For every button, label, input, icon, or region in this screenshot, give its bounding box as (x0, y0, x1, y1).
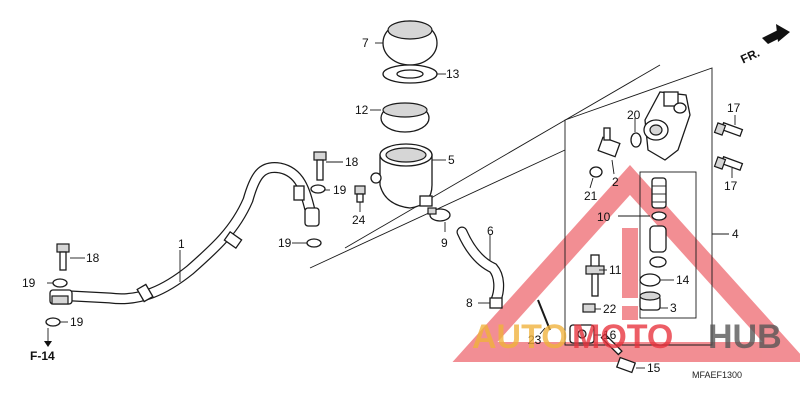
master-cylinder-body (643, 91, 691, 161)
callout-18-left: 18 (86, 251, 100, 265)
callout-9: 9 (441, 236, 448, 250)
watermark-triangle (452, 165, 800, 362)
callout-3: 3 (670, 301, 677, 315)
watermark-text-auto: AUTO (472, 318, 568, 356)
leader-lines (47, 42, 736, 369)
callout-6: 6 (487, 224, 494, 238)
pin-23 (537, 299, 551, 331)
callout-22: 22 (603, 302, 617, 316)
washer-19-lower-left (45, 317, 61, 327)
callout-4: 4 (732, 227, 739, 241)
hose-joint-2 (597, 127, 621, 158)
plate-13-hole (396, 69, 424, 79)
watermark-wordmark: AUTO MOTO HUB (472, 318, 782, 356)
front-label: FR. (738, 46, 761, 67)
banjo-fitting-right (304, 207, 320, 227)
callout-11: 11 (609, 263, 622, 277)
o-ring-20 (630, 132, 642, 148)
f14-reference: F-14 (30, 328, 55, 363)
callout-18-right: 18 (345, 155, 359, 169)
diagram-code: MFAEF1300 (692, 370, 742, 380)
bolt-17-lower (713, 155, 744, 172)
watermark-exclamation-dot (622, 306, 638, 320)
watermark-logo (452, 165, 800, 362)
banjo-bolt-18-left (56, 243, 70, 271)
watermark-text-hub: HUB (708, 318, 782, 356)
callout-19-lower-left: 19 (70, 315, 84, 329)
bolt-24 (354, 185, 366, 203)
callout-19-upper-right: 19 (333, 183, 347, 197)
callout-1: 1 (178, 237, 185, 251)
callout-2: 2 (612, 175, 619, 189)
callout-19-lower-right: 19 (278, 236, 292, 250)
reservoir-cap-7 (382, 20, 438, 66)
boot-3 (639, 291, 661, 311)
washer-19-upper-right (310, 184, 326, 194)
hose-clip-9 (427, 207, 451, 222)
bolt-17-upper (713, 121, 744, 138)
diaphragm-12 (380, 102, 430, 133)
joint-16 (569, 324, 595, 344)
assembly-box-10 (639, 171, 697, 319)
callout-13: 13 (446, 67, 460, 81)
spring-set-10 (649, 177, 667, 268)
front-arrow-icon (762, 24, 790, 44)
callout-5: 5 (448, 153, 455, 167)
hose-clip-8 (489, 297, 503, 309)
watermark-text-moto: MOTO (572, 318, 673, 356)
callout-21: 21 (584, 189, 598, 203)
reservoir-5 (370, 143, 433, 209)
callout-17-lower: 17 (724, 179, 738, 193)
washer-19-upper-left (52, 278, 68, 288)
hose-1 (66, 162, 316, 305)
callout-16: 16 (603, 328, 617, 342)
watermark-exclamation-bar (622, 228, 638, 298)
f14-label: F-14 (30, 349, 55, 363)
callout-23: 23 (528, 333, 542, 347)
callout-20: 20 (627, 108, 641, 122)
guide-line-b (344, 64, 661, 249)
callout-10: 10 (597, 210, 611, 224)
callout-15: 15 (647, 361, 661, 375)
callout-8: 8 (466, 296, 473, 310)
bolt-15 (600, 333, 637, 374)
banjo-fitting-left (49, 289, 73, 305)
callout-19-upper-left: 19 (22, 276, 36, 290)
nut-22 (582, 303, 596, 313)
banjo-bolt-18-right (313, 151, 327, 181)
callout-7: 7 (362, 36, 369, 50)
callout-24: 24 (352, 213, 366, 227)
assembly-box-4 (564, 67, 713, 346)
callout-14: 14 (676, 273, 690, 287)
seal-14 (639, 273, 661, 287)
screw-21 (589, 166, 603, 178)
callout-12: 12 (355, 103, 369, 117)
push-rod-11 (585, 254, 605, 297)
washer-19-lower-right (306, 238, 322, 248)
reservoir-hose-6 (457, 227, 503, 305)
callout-17-upper: 17 (727, 101, 741, 115)
